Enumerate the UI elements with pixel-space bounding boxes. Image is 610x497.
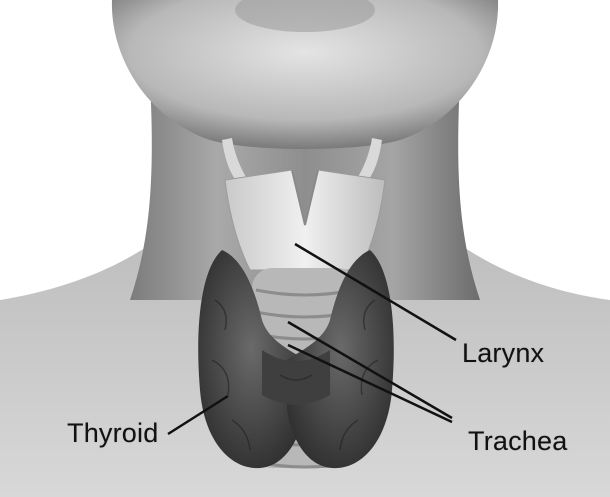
larynx-label: Larynx [462,338,544,369]
trachea-label: Trachea [468,426,567,457]
thyroid-label: Thyroid [67,418,158,449]
